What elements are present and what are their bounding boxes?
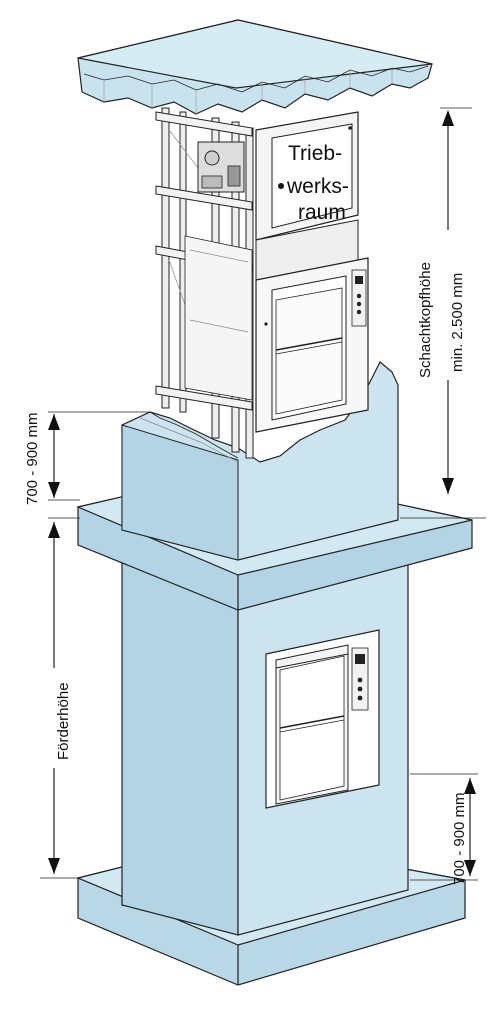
top-ceiling-slab: [77, 19, 433, 115]
machine-room-box: [255, 111, 359, 241]
upper-sill-dimension: [48, 411, 150, 501]
head-height-value: min. 2.500 mm: [449, 273, 466, 372]
upper-broken-wall: [121, 361, 399, 561]
upper-cabin: [255, 219, 369, 433]
lower-sill-dimension: [410, 773, 478, 881]
lower-sill-label: 700 - 900 mm: [451, 792, 468, 885]
sign-line-3: raum: [298, 201, 346, 224]
lower-hatch: [265, 629, 380, 809]
head-height-label: Schachtkopfhöhe: [417, 262, 434, 378]
travel-height-label: Förderhöhe: [55, 682, 72, 760]
machine-frame: [155, 107, 254, 459]
sign-line-1: Trieb-: [288, 142, 342, 165]
head-height-dimension: [400, 107, 486, 519]
sign-line-2: werks-: [286, 175, 349, 198]
sign-bullet: [278, 183, 284, 189]
upper-sill-label: 700 - 900 mm: [24, 412, 41, 505]
travel-height-dimension: [40, 517, 80, 879]
